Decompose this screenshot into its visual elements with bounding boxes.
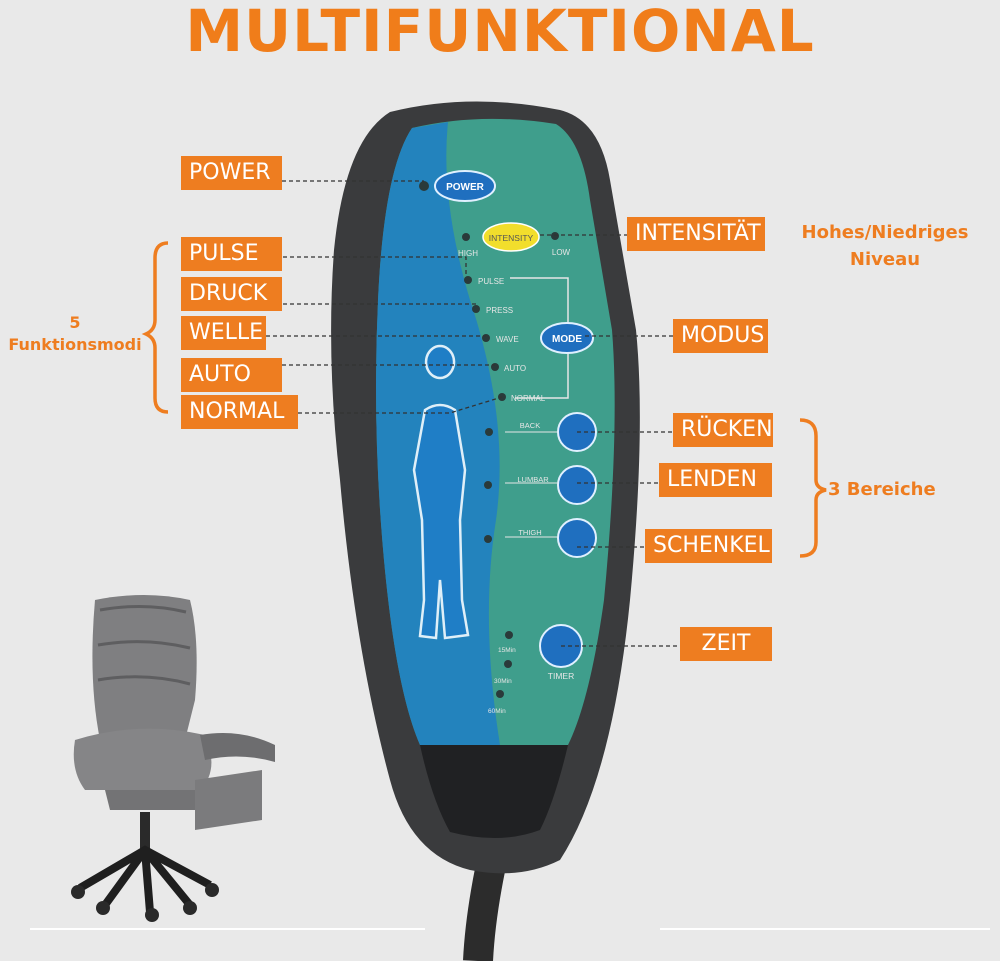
label-normal: NORMAL [181,395,298,429]
label-lenden: LENDEN [659,463,772,497]
svg-text:15Min: 15Min [498,647,516,654]
svg-text:WAVE: WAVE [496,335,519,344]
svg-text:LOW: LOW [552,248,571,257]
office-chair-illustration [71,595,275,922]
modes-curly-bracket [141,241,169,414]
svg-text:BACK: BACK [520,421,540,430]
label-modus: MODUS [673,319,768,353]
lumbar-button [557,465,597,505]
svg-text:PRESS: PRESS [486,306,513,315]
cable [463,867,505,961]
human-silhouette [412,344,470,640]
label-pulse: PULSE [181,237,282,271]
thigh-button [557,518,597,558]
areas-curly-bracket [799,418,827,558]
modes-note: 5 Funktionsmodi [8,313,142,354]
svg-text:TIMER: TIMER [548,671,574,681]
mode-button [540,322,594,354]
svg-text:PULSE: PULSE [478,277,504,286]
svg-text:LUMBAR: LUMBAR [517,475,549,484]
label-schenkel: SCHENKEL [645,529,772,563]
svg-text:INTENSITY: INTENSITY [489,233,534,243]
label-ruecken: RÜCKEN [673,413,773,447]
svg-text:AUTO: AUTO [504,364,526,373]
remote-bottom [420,745,568,839]
label-power: POWER [181,156,282,190]
svg-text:60Min: 60Min [488,708,506,715]
label-intensity: INTENSITÄT [627,217,765,251]
intensity-button [482,222,540,252]
label-druck: DRUCK [181,277,282,311]
intensity-note: Hohes/Niedriges Niveau [801,222,969,270]
svg-text:30Min: 30Min [494,678,512,685]
svg-text:THIGH: THIGH [518,528,541,537]
label-auto: AUTO [181,358,282,392]
label-welle: WELLE [181,316,266,350]
svg-text:NORMAL: NORMAL [511,394,546,403]
svg-text:HIGH: HIGH [458,249,478,258]
svg-text:POWER: POWER [446,182,485,193]
page-title: MULTIFUNKTIONAL [185,0,815,65]
label-zeit: ZEIT [680,627,772,661]
svg-text:MODE: MODE [552,334,582,345]
power-button [434,170,496,202]
areas-note: 3 Bereiche [828,479,936,500]
